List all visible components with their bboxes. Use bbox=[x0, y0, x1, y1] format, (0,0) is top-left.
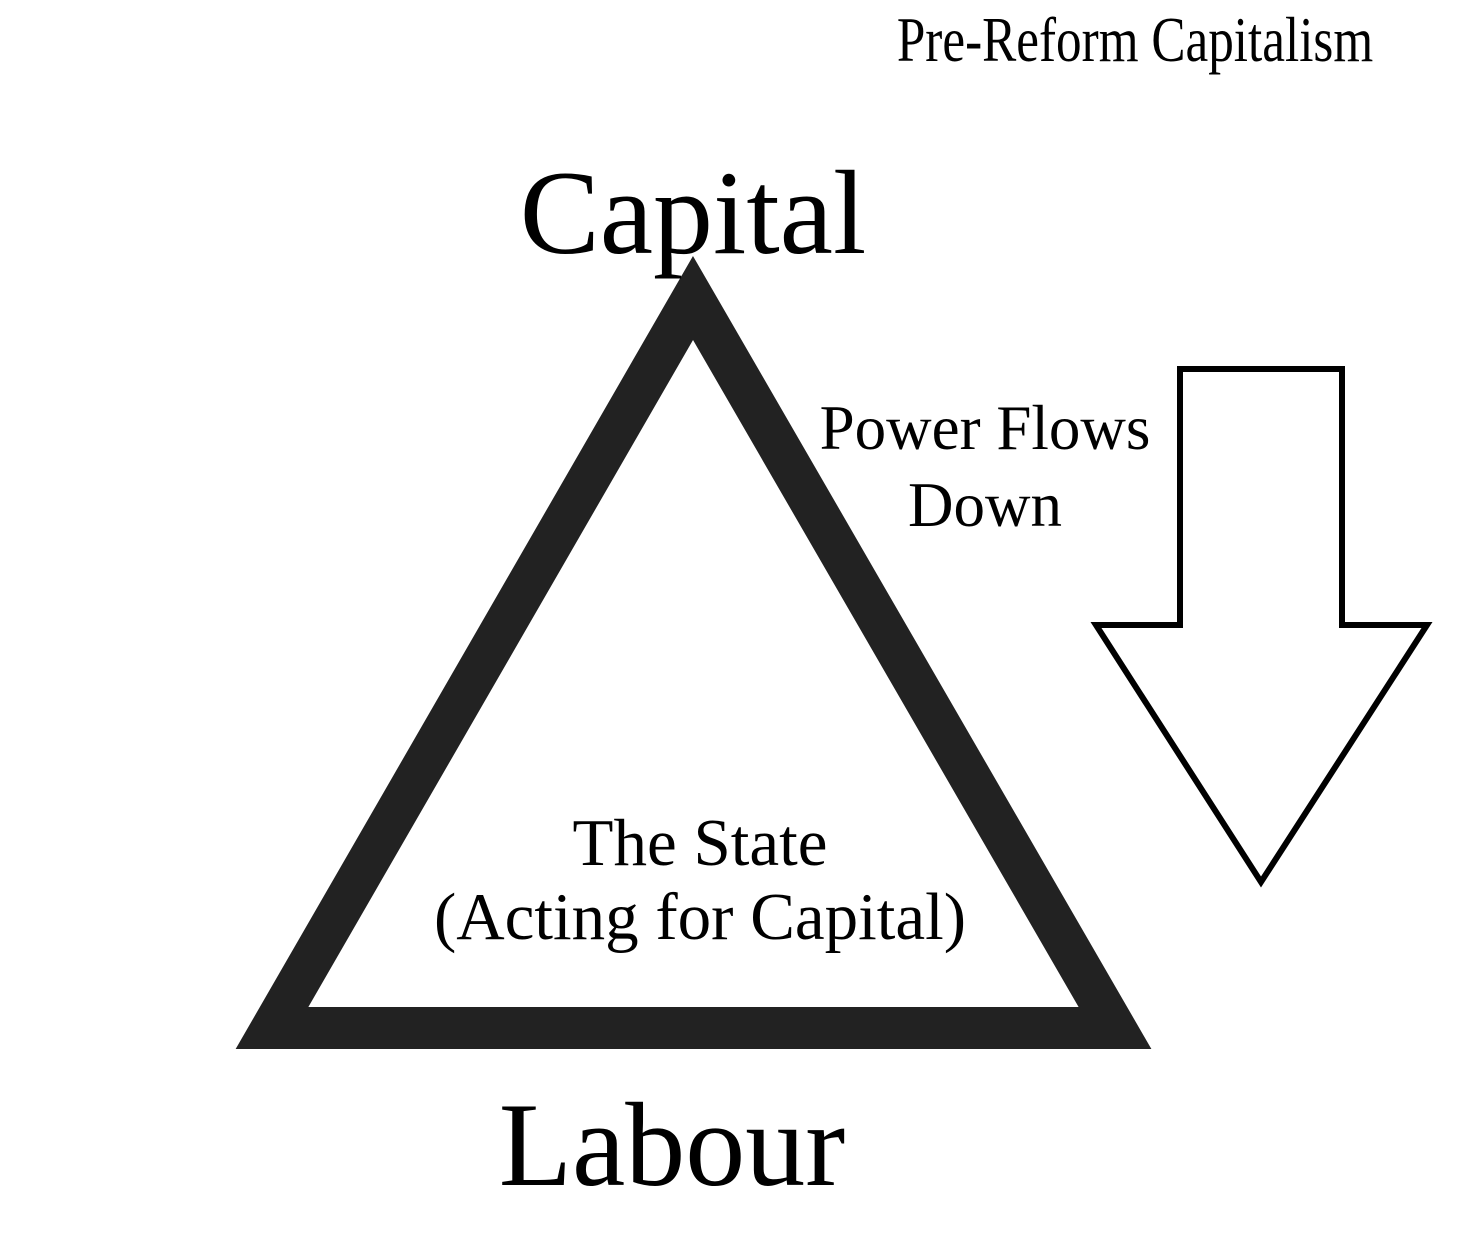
flow-caption: Power Flows Down bbox=[795, 390, 1175, 544]
page-title: Pre-Reform Capitalism bbox=[896, 4, 1374, 75]
base-label-labour: Labour bbox=[498, 1078, 846, 1211]
flow-caption-line-1: Power Flows bbox=[819, 393, 1151, 463]
interior-label-line-2: (Acting for Capital) bbox=[433, 880, 967, 954]
down-arrow-shape bbox=[1090, 366, 1433, 888]
down-arrow-icon bbox=[1090, 366, 1433, 888]
flow-caption-line-2: Down bbox=[908, 470, 1062, 540]
interior-label-line-1: The State bbox=[572, 806, 828, 880]
interior-label-state: The State (Acting for Capital) bbox=[390, 806, 1010, 954]
apex-label-capital: Capital bbox=[519, 146, 867, 279]
